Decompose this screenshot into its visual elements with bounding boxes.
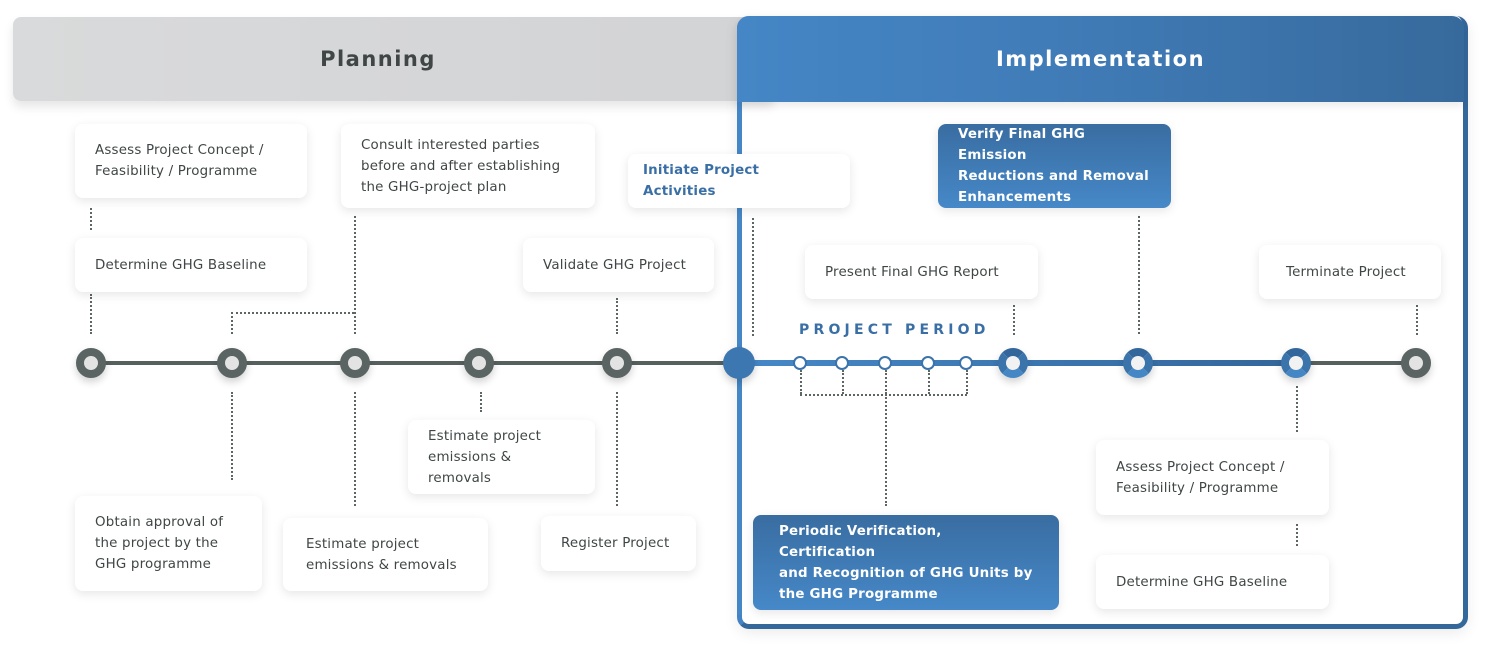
step-consult-parties: Consult interested parties before and af…	[341, 124, 595, 208]
connector-node-assess-again	[1296, 386, 1298, 432]
connector-initiate-node	[752, 218, 754, 336]
timeline-node-4	[464, 348, 494, 378]
bracket-tick-4	[928, 370, 930, 394]
step-validate-project: Validate GHG Project	[523, 238, 714, 292]
implementation-phase-header: Implementation	[737, 16, 1464, 102]
timeline-node-1	[76, 348, 106, 378]
bracket-tick-2	[842, 370, 844, 394]
step-validate-project-text: Validate GHG Project	[543, 257, 687, 273]
connector-node-approval	[231, 392, 233, 480]
connector-baseline-node	[90, 294, 92, 334]
timeline-node-2	[217, 348, 247, 378]
timeline-node-report	[998, 348, 1028, 378]
step-verify-final: Verify Final GHG Emission Reductions and…	[938, 124, 1171, 208]
implementation-phase-title: Implementation	[995, 47, 1206, 71]
period-node-1	[793, 356, 807, 370]
step-estimate-emissions-upper: Estimate project emissions & removals	[408, 420, 595, 494]
timeline-node-terminate	[1401, 348, 1431, 378]
timeline-node-restart	[1281, 348, 1311, 378]
step-assess-concept-text: Assess Project Concept / Feasibility / P…	[95, 143, 264, 179]
step-assess-concept-again: Assess Project Concept / Feasibility / P…	[1096, 440, 1329, 515]
step-determine-baseline-again-text: Determine GHG Baseline	[1116, 574, 1288, 590]
project-period-label: PROJECT PERIOD	[799, 322, 990, 338]
step-estimate-emissions-lower: Estimate project emissions & removals	[283, 518, 488, 591]
timeline-node-3	[340, 348, 370, 378]
timeline-node-verify	[1123, 348, 1153, 378]
connector-report-node	[1013, 305, 1015, 335]
step-initiate-activities-text: Initiate Project Activities	[643, 163, 760, 199]
step-obtain-approval: Obtain approval of the project by the GH…	[75, 496, 262, 591]
connector-validate-node	[616, 298, 618, 334]
timeline-node-5	[602, 348, 632, 378]
connector-node-register	[616, 392, 618, 506]
step-assess-concept-again-text: Assess Project Concept / Feasibility / P…	[1116, 459, 1285, 496]
connector-assess-baseline-again	[1296, 524, 1298, 546]
step-determine-baseline: Determine GHG Baseline	[75, 238, 307, 292]
period-node-2	[835, 356, 849, 370]
connector-consult-branch	[231, 312, 354, 314]
step-register-project: Register Project	[541, 516, 696, 571]
step-periodic-verification: Periodic Verification, Certification and…	[753, 515, 1059, 610]
period-node-3	[878, 356, 892, 370]
connector-assess-baseline	[90, 208, 92, 230]
period-node-4	[921, 356, 935, 370]
connector-verify-node	[1138, 216, 1140, 334]
bracket-horizontal	[800, 394, 967, 396]
step-verify-final-text: Verify Final GHG Emission Reductions and…	[958, 127, 1149, 205]
connector-bracket-periodic	[885, 394, 887, 506]
planning-phase-header: Planning	[13, 17, 773, 101]
connector-terminate-node	[1416, 305, 1418, 335]
connector-node-estimate-upper	[480, 392, 482, 412]
bracket-tick-3	[885, 370, 887, 394]
step-obtain-approval-text: Obtain approval of the project by the GH…	[95, 515, 224, 572]
step-periodic-verification-text: Periodic Verification, Certification and…	[779, 523, 1033, 602]
step-initiate-activities: Initiate Project Activities	[628, 154, 850, 208]
step-determine-baseline-text: Determine GHG Baseline	[95, 257, 267, 273]
step-assess-concept: Assess Project Concept / Feasibility / P…	[75, 124, 307, 198]
step-present-report: Present Final GHG Report	[805, 245, 1038, 299]
step-consult-parties-text: Consult interested parties before and af…	[361, 137, 561, 195]
planning-phase-title: Planning	[320, 47, 436, 71]
step-terminate-project: Terminate Project	[1259, 245, 1441, 299]
connector-consult-node	[354, 216, 356, 334]
step-estimate-emissions-upper-text: Estimate project emissions & removals	[428, 428, 542, 486]
connector-node-estimate-lower	[354, 392, 356, 506]
timeline-end-line	[1296, 361, 1416, 365]
step-estimate-emissions-lower-text: Estimate project emissions & removals	[306, 536, 457, 573]
timeline-node-initiate	[723, 347, 755, 379]
bracket-tick-5	[966, 370, 968, 394]
step-determine-baseline-again: Determine GHG Baseline	[1096, 555, 1329, 609]
step-terminate-project-text: Terminate Project	[1286, 264, 1406, 280]
period-node-5	[959, 356, 973, 370]
timeline-planning-line	[90, 361, 740, 365]
bracket-tick-1	[800, 370, 802, 394]
step-present-report-text: Present Final GHG Report	[825, 264, 999, 280]
step-register-project-text: Register Project	[561, 536, 670, 551]
connector-consult-branch-down	[231, 312, 233, 334]
